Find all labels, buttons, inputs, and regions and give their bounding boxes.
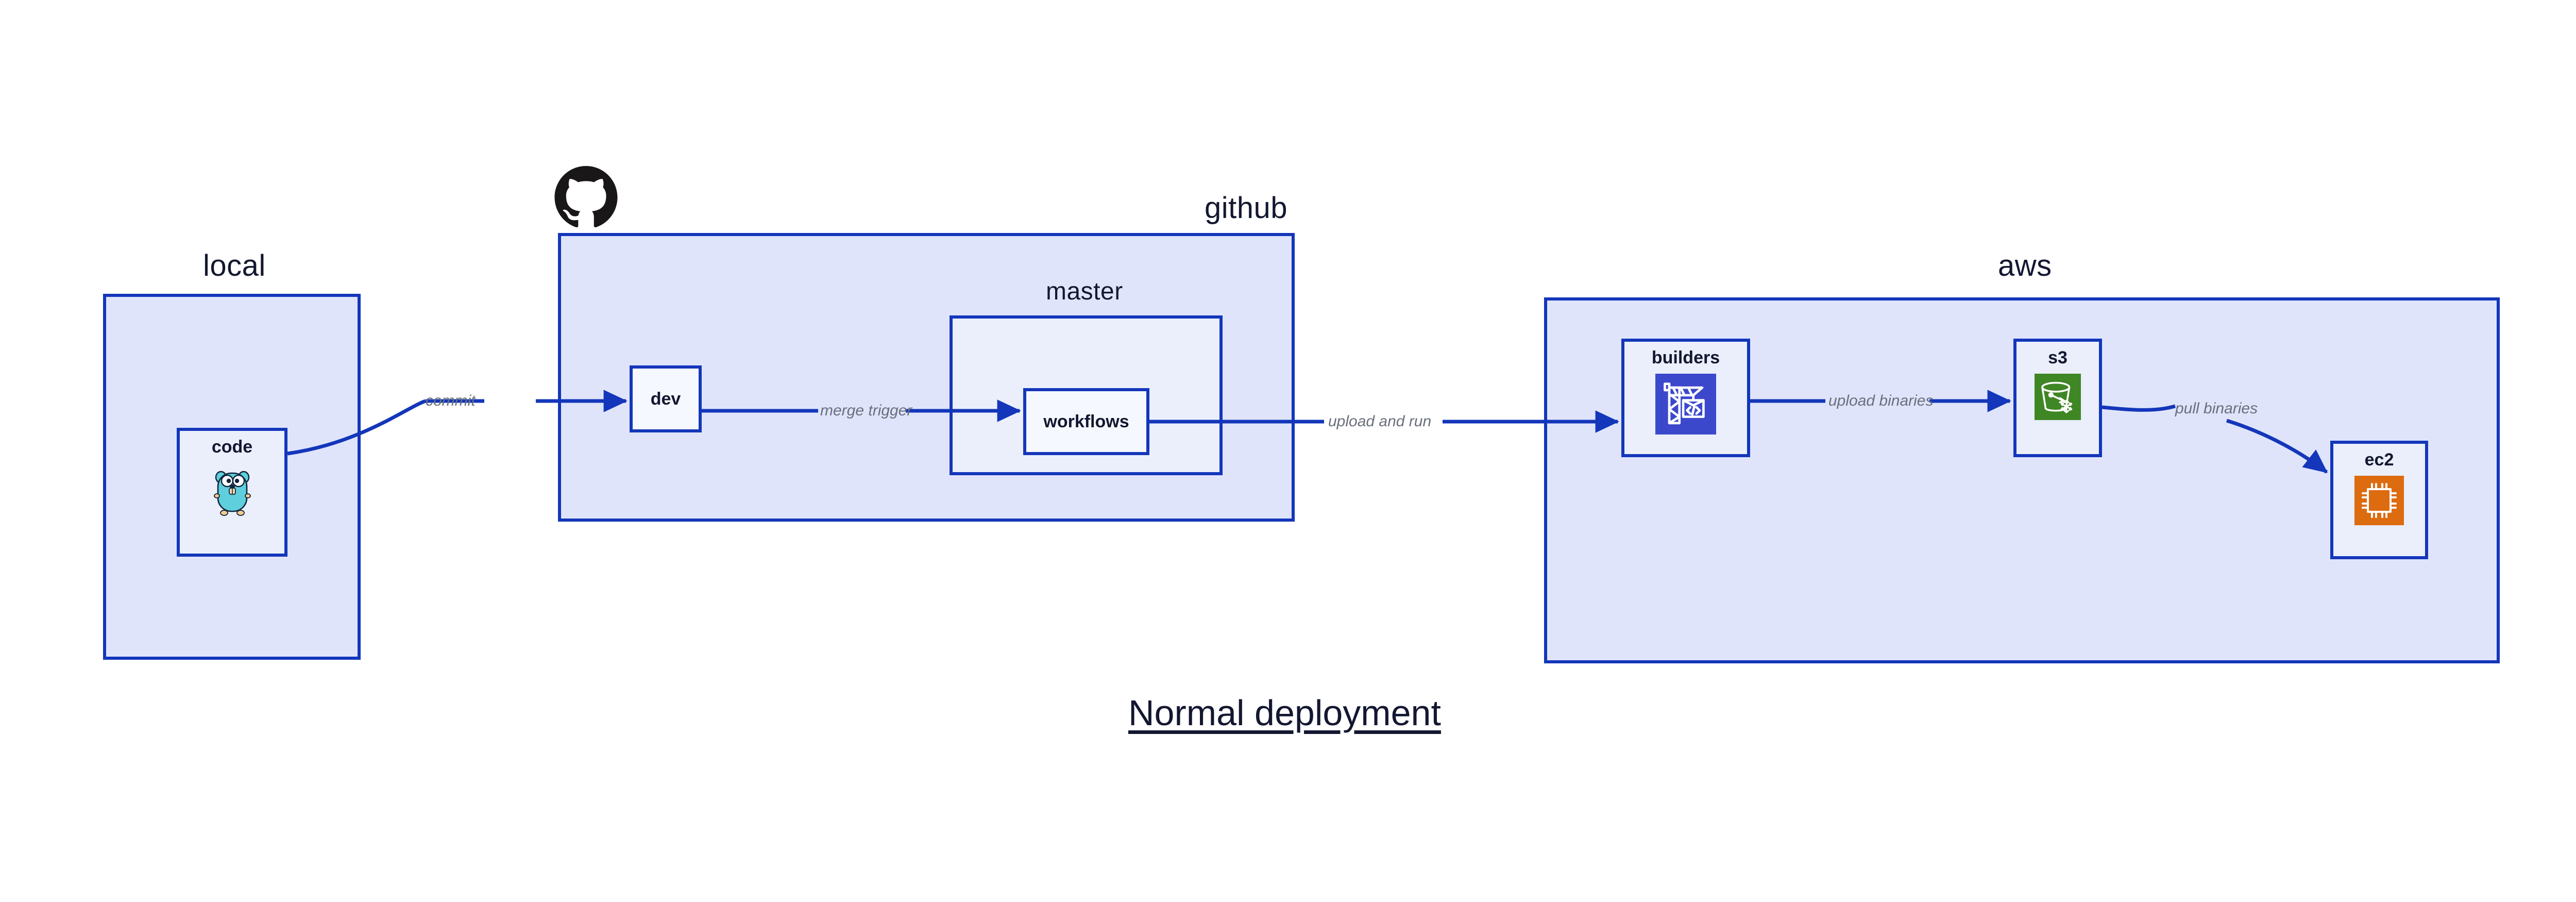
edge-label-upload-and-run: upload and run — [1328, 413, 1432, 430]
node-dev-label: dev — [650, 389, 681, 409]
node-builders-label: builders — [1651, 348, 1720, 368]
github-octocat-icon — [554, 166, 618, 231]
group-label-github: github — [1205, 191, 1288, 225]
node-workflows-label: workflows — [1043, 412, 1129, 431]
group-label-local: local — [203, 249, 266, 282]
node-code[interactable]: code — [177, 428, 287, 557]
node-s3-label: s3 — [2048, 348, 2067, 368]
diagram-title: Normal deployment — [1128, 693, 1441, 733]
edge-label-commit: commit — [426, 392, 476, 409]
node-dev[interactable]: dev — [630, 365, 702, 432]
node-s3[interactable]: s3 — [2013, 339, 2102, 457]
node-ec2-label: ec2 — [2364, 450, 2394, 470]
aws-ec2-chip-icon — [2354, 476, 2404, 528]
group-label-aws: aws — [1998, 249, 2052, 282]
edge-label-pull-binaries: pull binaries — [2175, 400, 2258, 417]
aws-codebuild-crane-icon — [1655, 374, 1716, 437]
node-builders[interactable]: builders — [1621, 339, 1750, 457]
node-code-label: code — [211, 437, 253, 457]
edge-label-upload-binaries: upload binaries — [1828, 392, 1934, 409]
aws-s3-bucket-icon — [2035, 374, 2081, 423]
edge-label-merge-trigger: merge trigger — [820, 402, 912, 419]
node-workflows[interactable]: workflows — [1023, 388, 1149, 455]
node-ec2[interactable]: ec2 — [2330, 441, 2428, 559]
group-label-master: master — [1046, 278, 1123, 305]
go-gopher-icon — [211, 463, 254, 523]
